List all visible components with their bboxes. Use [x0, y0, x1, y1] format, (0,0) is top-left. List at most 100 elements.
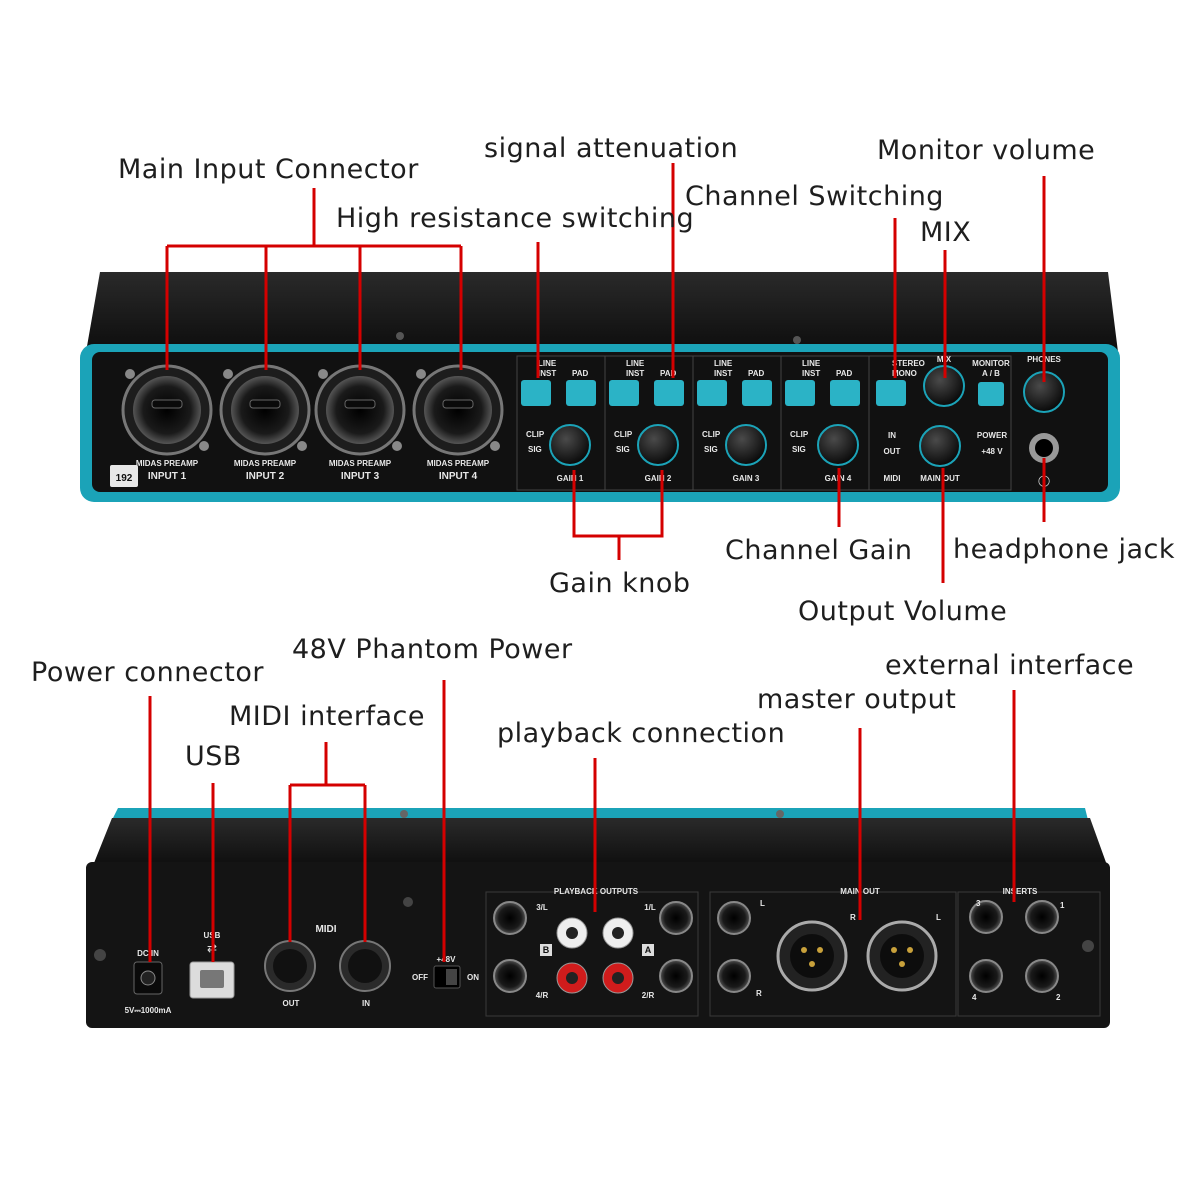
insert-4-label: 4 — [972, 993, 977, 1002]
pb-31-label: 3/L — [536, 903, 548, 912]
combo-input-3[interactable] — [314, 364, 406, 456]
gain-label-3: GAIN 3 — [733, 474, 760, 483]
front-panel-device: 192 MIDAS PREAMP MIDAS PREAMP — [80, 272, 1120, 502]
line-label-1: LINE — [538, 359, 557, 368]
insert-1-label: 1 — [1060, 901, 1065, 910]
back-panel-device: DC IN 5V⎓1000mA USB ⇄ MIDI OUT IN +48V — [86, 808, 1110, 1028]
dc-in-label: DC IN — [137, 949, 159, 958]
pad-button-3[interactable] — [742, 380, 772, 406]
line-inst-button-1[interactable] — [521, 380, 551, 406]
main-trs-l-label: L — [760, 899, 765, 908]
monitor-label: MONITOR — [972, 359, 1010, 368]
pb-trs-jack-4[interactable] — [493, 959, 527, 993]
midi-out-label: OUT — [283, 999, 300, 1008]
gain-knob-3[interactable] — [725, 424, 767, 466]
clip-label-4: CLIP — [790, 430, 809, 439]
callout-mix: MIX — [920, 217, 971, 248]
phantom-on-label: ON — [467, 973, 479, 982]
monitor-ab-button[interactable] — [978, 382, 1004, 406]
line-label-4: LINE — [802, 359, 821, 368]
pb-trs-jack-1[interactable] — [659, 901, 693, 935]
callout-power-connector: Power connector — [31, 657, 264, 688]
clip-label-1: CLIP — [526, 430, 545, 439]
gain-knob-2[interactable] — [637, 424, 679, 466]
monitor-ab-label: A / B — [982, 369, 1000, 378]
insert-jack-4[interactable] — [969, 959, 1003, 993]
xlr-r-label: R — [850, 913, 856, 922]
stereo-mono-button[interactable] — [876, 380, 906, 406]
phantom-power-switch[interactable]: +48V OFF ON — [412, 955, 479, 989]
stereo-label: STEREO — [892, 359, 925, 368]
callout-signal-attenuation: signal attenuation — [484, 133, 738, 164]
model-badge: 192 — [110, 465, 138, 487]
power-48v-label: +48 V — [981, 447, 1003, 456]
main-out-label: MAIN OUT — [920, 474, 960, 483]
line-inst-button-3[interactable] — [697, 380, 727, 406]
sig-label-4: SIG — [792, 445, 806, 454]
line-label-2: LINE — [626, 359, 645, 368]
pad-label-1: PAD — [572, 369, 589, 378]
pad-button-4[interactable] — [830, 380, 860, 406]
pad-button-1[interactable] — [566, 380, 596, 406]
sig-label-1: SIG — [528, 445, 542, 454]
mono-label: MONO — [892, 369, 917, 378]
pb-11-label: 1/L — [644, 903, 656, 912]
callout-main-input-connector: Main Input Connector — [118, 154, 419, 185]
combo-input-4[interactable] — [412, 364, 504, 456]
line-inst-button-2[interactable] — [609, 380, 639, 406]
input-label-1: INPUT 1 — [148, 471, 187, 482]
line-label-3: LINE — [714, 359, 733, 368]
line-inst-button-4[interactable] — [785, 380, 815, 406]
callout-phantom-power: 48V Phantom Power — [292, 634, 573, 665]
pad-label-2: PAD — [660, 369, 677, 378]
callout-headphone-jack: headphone jack — [953, 534, 1175, 565]
channel-strip-2: LINE INST PAD CLIP SIG GAIN 2 — [604, 355, 694, 491]
insert-jack-1[interactable] — [1025, 900, 1059, 934]
callout-gain-knob: Gain knob — [549, 568, 691, 599]
midi-in-port[interactable] — [339, 940, 391, 992]
insert-jack-2[interactable] — [1025, 959, 1059, 993]
main-trs-r[interactable] — [717, 959, 751, 993]
dc-power-jack[interactable]: DC IN — [133, 949, 163, 995]
back-callouts: Power connector 48V Phantom Power MIDI i… — [31, 634, 1134, 772]
sig-label-3: SIG — [704, 445, 718, 454]
callout-master-output: master output — [757, 684, 956, 715]
inst-label-2: INST — [626, 369, 644, 378]
gain-knob-4[interactable] — [817, 424, 859, 466]
insert-jack-3[interactable] — [969, 900, 1003, 934]
leader-main-input — [165, 188, 463, 370]
xlr-l-label: L — [936, 913, 941, 922]
insert-3-label: 3 — [976, 899, 981, 908]
combo-input-2[interactable] — [219, 364, 311, 456]
channel-strip-3: LINE INST PAD CLIP SIG GAIN 3 — [692, 355, 782, 491]
badge-text: 192 — [116, 473, 133, 484]
callout-playback-connection: playback connection — [497, 718, 785, 749]
pad-label-3: PAD — [748, 369, 765, 378]
pad-button-2[interactable] — [654, 380, 684, 406]
input-label-4: INPUT 4 — [439, 471, 478, 482]
main-trs-l[interactable] — [717, 901, 751, 935]
pb-trs-jack-3[interactable] — [493, 901, 527, 935]
front-leader-lines — [165, 163, 1046, 583]
midi-out-port[interactable] — [264, 940, 316, 992]
inst-label-4: INST — [802, 369, 820, 378]
pb-a-label: A — [645, 945, 652, 955]
front-callouts: Main Input Connector High resistance swi… — [118, 133, 1175, 627]
gain-knob-1[interactable] — [549, 424, 591, 466]
clip-label-3: CLIP — [702, 430, 721, 439]
pb-b-label: B — [543, 945, 550, 955]
inst-label-3: INST — [714, 369, 732, 378]
input-label-2: INPUT 2 — [246, 471, 285, 482]
inst-label-1: INST — [538, 369, 556, 378]
combo-input-1[interactable] — [121, 364, 213, 456]
preamp-label-3: MIDAS PREAMP — [329, 459, 392, 468]
main-out-section: MAIN OUT L R R L — [709, 887, 957, 1017]
pb-trs-jack-2[interactable] — [659, 959, 693, 993]
callout-channel-gain: Channel Gain — [725, 535, 913, 566]
main-out-knob[interactable] — [919, 425, 961, 467]
inserts-section: INSERTS 3 1 4 2 — [957, 887, 1101, 1017]
phantom-off-label: OFF — [412, 973, 428, 982]
gain-label-1: GAIN 1 — [557, 474, 584, 483]
midi-in-led-label: IN — [888, 431, 896, 440]
